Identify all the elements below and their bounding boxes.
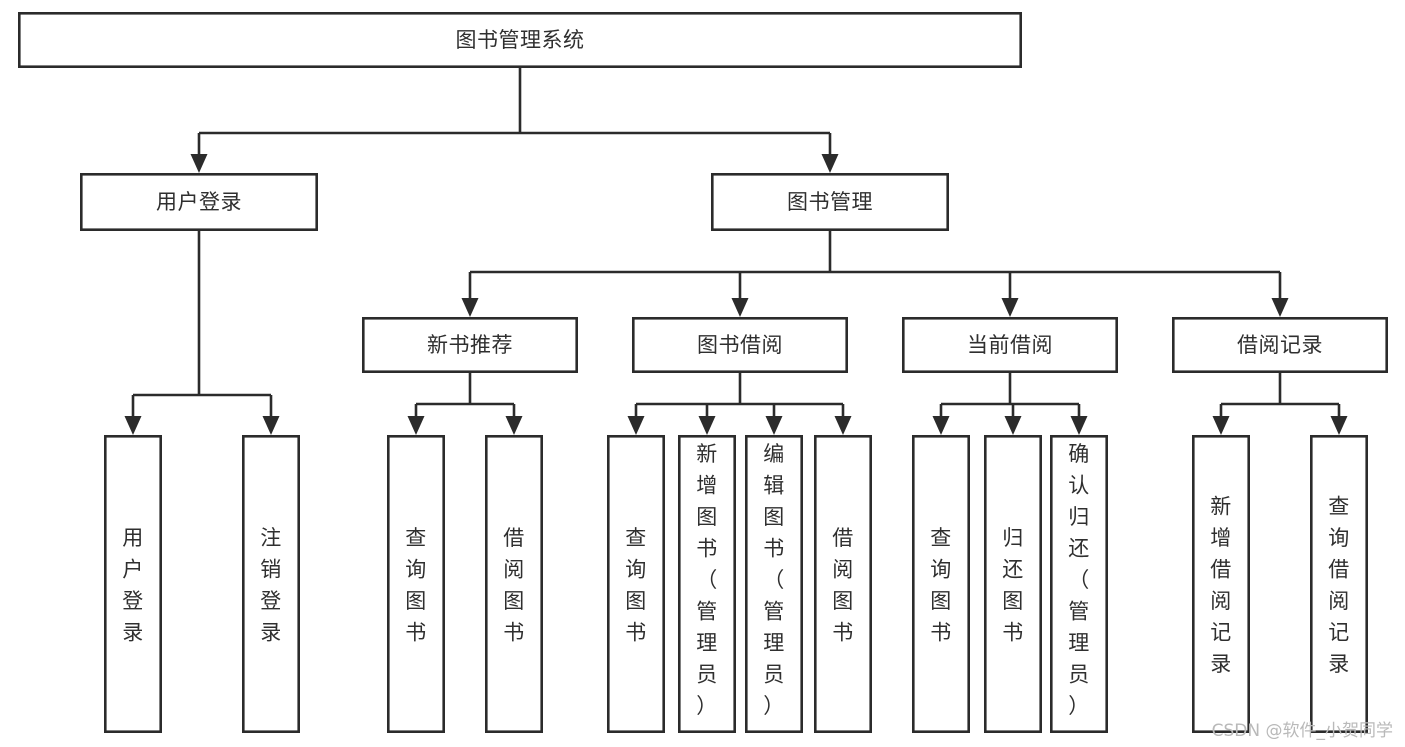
node-box-return-book[interactable]: [983, 434, 1042, 733]
node-box-current[interactable]: [901, 316, 1118, 373]
arrow-head-icon: [834, 416, 852, 435]
node-root[interactable]: 图书管理系统: [17, 12, 1023, 69]
node-box-query-record[interactable]: [1310, 434, 1369, 733]
connector-group-root-children: [190, 68, 839, 173]
node-box-query-book-1[interactable]: [386, 434, 445, 733]
node-label-query-book-3: 查询图书: [930, 526, 952, 645]
node-record[interactable]: 借阅记录: [1172, 316, 1389, 373]
node-newbook[interactable]: 新书推荐: [361, 316, 578, 373]
node-label-query-book-2: 查询图书: [625, 526, 647, 645]
node-label-record: 借阅记录: [1237, 333, 1323, 357]
arrow-head-icon: [627, 416, 645, 435]
arrow-head-icon: [1070, 416, 1088, 435]
node-bookmgmt[interactable]: 图书管理: [710, 173, 949, 232]
node-box-query-book-3[interactable]: [911, 434, 970, 733]
node-label-user-login: 用户登录: [122, 526, 144, 645]
arrow-head-icon: [262, 416, 280, 435]
node-label-newbook: 新书推荐: [427, 333, 513, 357]
node-box-borrow[interactable]: [631, 316, 848, 373]
connector-group-newbook-children: [407, 373, 523, 435]
arrow-head-icon: [731, 298, 749, 317]
connector-group-record-children: [1212, 373, 1348, 435]
node-box-add-book[interactable]: [677, 434, 736, 733]
node-box-user-login[interactable]: [104, 434, 163, 733]
node-label-query-record: 查询借阅记录: [1328, 495, 1350, 677]
node-label-login: 用户登录: [156, 190, 242, 214]
connector-group-borrow-children: [627, 373, 852, 435]
node-add-book[interactable]: 新增图书（管理员）: [677, 434, 736, 733]
node-box-root[interactable]: [17, 12, 1023, 69]
arrow-head-icon: [698, 416, 716, 435]
arrow-head-icon: [1001, 298, 1019, 317]
arrow-head-icon: [461, 298, 479, 317]
node-label-current: 当前借阅: [967, 333, 1053, 357]
node-label-confirm-return: 确认归还（管理员）: [1068, 442, 1090, 718]
node-box-user-logout[interactable]: [242, 434, 301, 733]
node-user-logout[interactable]: 注销登录: [242, 434, 301, 733]
node-add-record[interactable]: 新增借阅记录: [1192, 434, 1251, 733]
node-box-add-record[interactable]: [1192, 434, 1251, 733]
node-user-login[interactable]: 用户登录: [104, 434, 163, 733]
node-box-query-book-2[interactable]: [606, 434, 665, 733]
node-login[interactable]: 用户登录: [80, 173, 318, 232]
node-box-record[interactable]: [1172, 316, 1389, 373]
arrow-head-icon: [821, 154, 839, 173]
connector-group-bookmgmt-children: [461, 231, 1289, 317]
node-query-record[interactable]: 查询借阅记录: [1310, 434, 1369, 733]
node-label-borrow-book-1: 借阅图书: [503, 526, 525, 645]
node-query-book-2[interactable]: 查询图书: [606, 434, 665, 733]
node-return-book[interactable]: 归还图书: [983, 434, 1042, 733]
node-label-bookmgmt: 图书管理: [787, 190, 873, 214]
node-confirm-return[interactable]: 确认归还（管理员）: [1050, 434, 1109, 733]
node-box-newbook[interactable]: [361, 316, 578, 373]
node-query-book-1[interactable]: 查询图书: [386, 434, 445, 733]
connector-group-current-children: [932, 373, 1088, 435]
connector-group-login-children: [124, 231, 280, 435]
node-box-bookmgmt[interactable]: [710, 173, 949, 232]
arrow-head-icon: [1212, 416, 1230, 435]
node-borrow-book-1[interactable]: 借阅图书: [484, 434, 543, 733]
arrow-head-icon: [1004, 416, 1022, 435]
node-label-borrow-book-2: 借阅图书: [832, 526, 854, 645]
arrow-head-icon: [1330, 416, 1348, 435]
node-label-add-book: 新增图书（管理员）: [696, 442, 718, 718]
arrow-head-icon: [505, 416, 523, 435]
node-current[interactable]: 当前借阅: [901, 316, 1118, 373]
nodes-layer: 图书管理系统用户登录图书管理新书推荐图书借阅当前借阅借阅记录用户登录注销登录查询…: [17, 12, 1389, 733]
node-label-query-book-1: 查询图书: [405, 526, 427, 645]
connectors-layer: [124, 68, 1348, 435]
arrow-head-icon: [124, 416, 142, 435]
node-edit-book[interactable]: 编辑图书（管理员）: [744, 434, 803, 733]
arrow-head-icon: [190, 154, 208, 173]
arrow-head-icon: [932, 416, 950, 435]
arrow-head-icon: [407, 416, 425, 435]
node-box-login[interactable]: [80, 173, 318, 232]
node-label-user-logout: 注销登录: [260, 526, 282, 645]
node-borrow[interactable]: 图书借阅: [631, 316, 848, 373]
node-box-confirm-return[interactable]: [1050, 434, 1109, 733]
arrow-head-icon: [1271, 298, 1289, 317]
node-label-edit-book: 编辑图书（管理员）: [763, 442, 785, 718]
node-label-return-book: 归还图书: [1002, 526, 1024, 645]
node-query-book-3[interactable]: 查询图书: [911, 434, 970, 733]
node-label-add-record: 新增借阅记录: [1210, 495, 1232, 677]
node-label-root: 图书管理系统: [456, 28, 585, 52]
node-label-borrow: 图书借阅: [697, 333, 783, 357]
node-box-borrow-book-2[interactable]: [813, 434, 872, 733]
node-box-borrow-book-1[interactable]: [484, 434, 543, 733]
arrow-head-icon: [765, 416, 783, 435]
node-box-edit-book[interactable]: [744, 434, 803, 733]
node-borrow-book-2[interactable]: 借阅图书: [813, 434, 872, 733]
